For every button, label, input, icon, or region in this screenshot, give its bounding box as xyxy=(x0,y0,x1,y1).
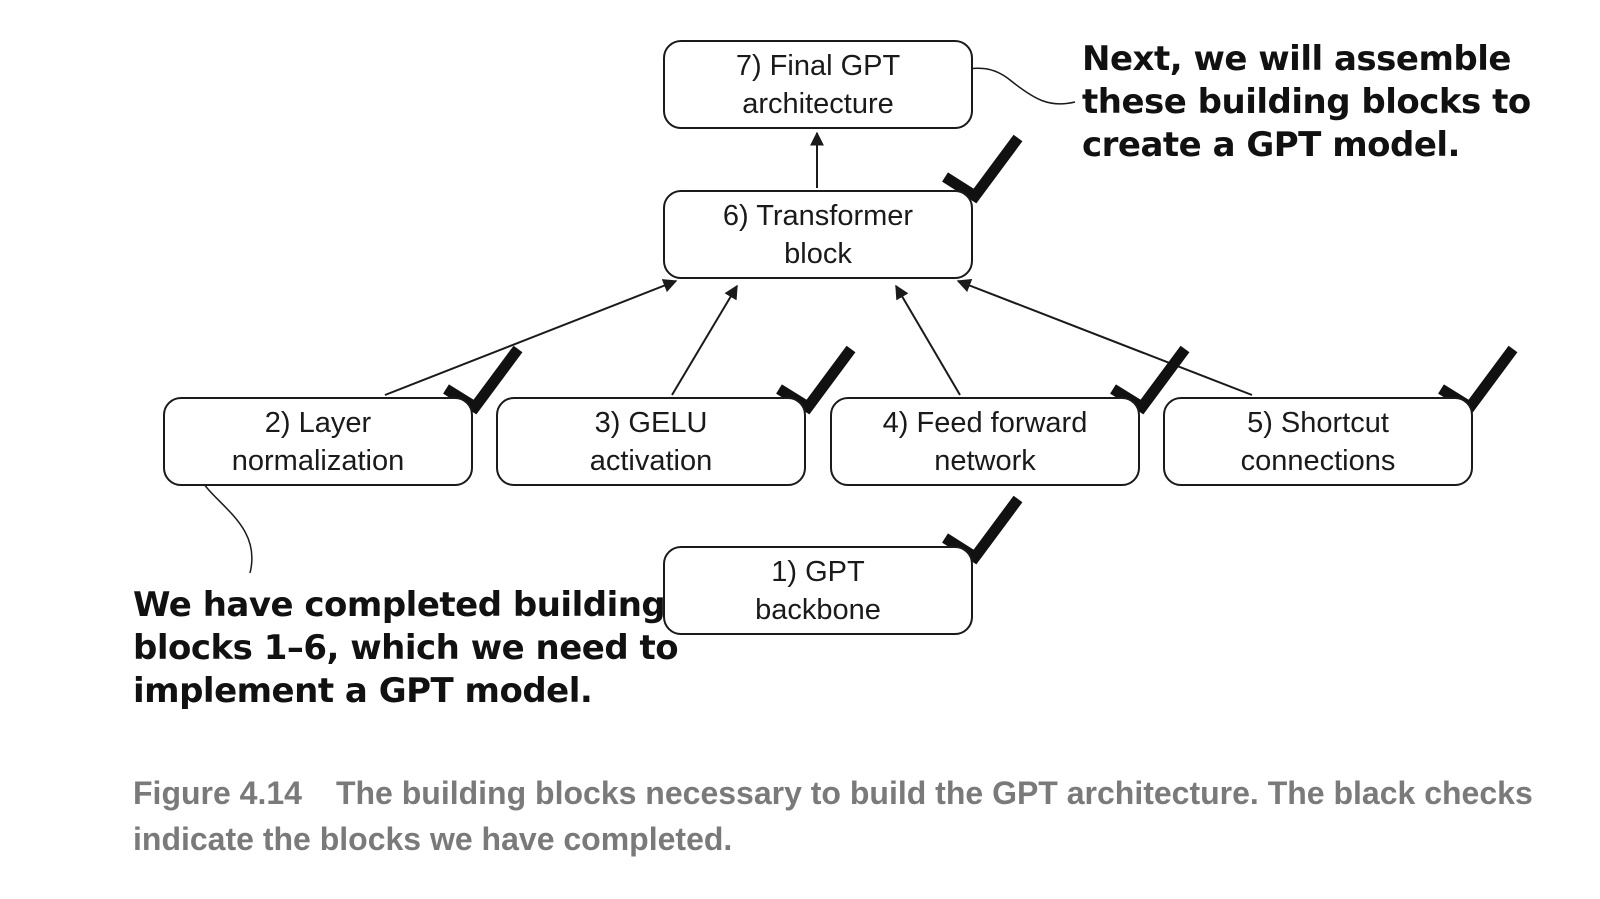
check-feedforward-icon xyxy=(1110,345,1190,415)
block-backbone-line1: 1) GPT xyxy=(771,555,865,588)
check-backbone-icon xyxy=(942,495,1023,565)
block-transformer: 6) Transformer block xyxy=(663,190,973,279)
block-gelu-activation: 3) GELU activation xyxy=(496,397,806,486)
block-layernorm-line1: 2) Layer xyxy=(264,406,372,439)
check-transformer-icon xyxy=(942,134,1023,204)
figure-label: Figure 4.14 xyxy=(133,775,302,811)
annotation-bottom-line2: blocks 1–6, which we need to xyxy=(133,628,679,668)
block-layernorm-line2: normalization xyxy=(231,444,405,477)
block-final-gpt-architecture: 7) Final GPT architecture xyxy=(663,40,973,129)
block-feedforward-line1: 4) Feed forward xyxy=(882,406,1088,439)
block-feed-forward-network: 4) Feed forward network xyxy=(830,397,1140,486)
annotation-bottom-line1: We have completed building xyxy=(133,585,666,625)
block-transformer-line2: block xyxy=(784,237,852,270)
block-gelu-line2: activation xyxy=(589,444,713,477)
block-transformer-line1: 6) Transformer xyxy=(722,199,914,232)
block-layer-normalization: 2) Layer normalization xyxy=(163,397,473,486)
block-backbone-line2: backbone xyxy=(755,593,881,626)
figure-caption-text: The building blocks necessary to build t… xyxy=(133,775,1533,857)
block-gelu-line1: 3) GELU xyxy=(594,406,708,439)
block-gpt-backbone: 1) GPT backbone xyxy=(663,546,973,635)
annotation-top-line3: create a GPT model. xyxy=(1082,125,1460,165)
check-layernorm-icon xyxy=(443,345,523,415)
arrow-shortcut-to-transformer xyxy=(956,279,1253,396)
block-final-line1: 7) Final GPT xyxy=(735,49,901,82)
annotation-completed-blocks: We have completed building blocks 1–6, w… xyxy=(133,584,679,713)
annotation-top-line1: Next, we will assemble xyxy=(1082,39,1511,79)
block-final-line2: architecture xyxy=(742,87,894,120)
arrow-layernorm-to-transformer xyxy=(384,279,678,396)
annotation-next-steps: Next, we will assemble these building bl… xyxy=(1082,38,1531,167)
annotation-top-line2: these building blocks to xyxy=(1082,82,1531,122)
block-shortcut-line1: 5) Shortcut xyxy=(1247,406,1389,439)
arrow-gelu-to-transformer xyxy=(671,284,738,396)
block-feedforward-line2: network xyxy=(934,444,1036,477)
block-shortcut-connections: 5) Shortcut connections xyxy=(1163,397,1473,486)
block-shortcut-line2: connections xyxy=(1240,444,1396,477)
check-gelu-icon xyxy=(776,345,856,415)
arrow-feedforward-to-transformer xyxy=(895,284,961,396)
annotation-bottom-line3: implement a GPT model. xyxy=(133,671,593,711)
